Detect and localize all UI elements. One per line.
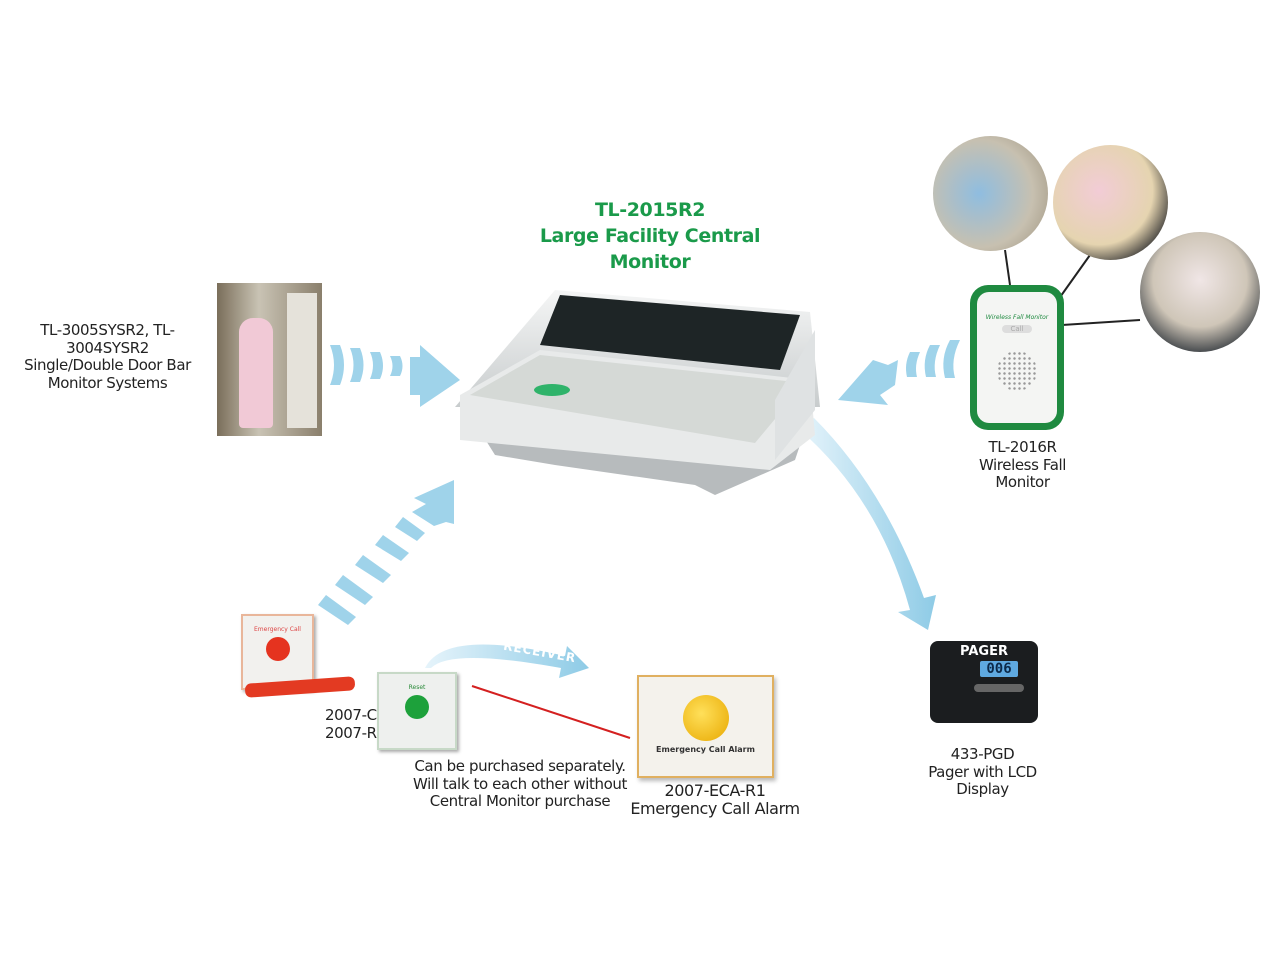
pager-device: PAGER 006 [930,641,1038,723]
door-monitor-photo [217,283,322,436]
fall-signal-arrow [838,340,960,405]
red-device-text: Emergency Call [254,626,301,633]
call-label-line2: 2007-R [325,723,377,742]
fall-label-line3: Monitor [995,473,1050,491]
fall-monitor-face: Wireless Fall Monitor Call [977,292,1057,423]
pager-buttons [974,684,1024,692]
door-signal-arrow [330,345,460,407]
door-monitor-label: TL-3005SYSR2, TL- 3004SYSR2 Single/Doubl… [10,321,205,392]
central-monitor-title: TL-2015R2 Large Facility Central Monitor [520,197,780,275]
green-reset-button-device: Reset [377,672,457,750]
red-button-icon [265,637,290,661]
emergency-alarm-device: Emergency Call Alarm [637,675,774,778]
pager-label-line2: Pager with LCD [928,762,1037,781]
alarm-label-line2: Emergency Call Alarm [630,798,800,818]
separate-purchase-note: Can be purchased separately. Will talk t… [400,757,640,811]
call-label-line1: 2007-C [325,707,377,724]
door-label-line3: Single/Double Door Bar [24,356,191,374]
pager-label-line1: 433-PGD [950,745,1015,763]
yellow-beacon-icon [682,695,729,741]
green-button-icon [405,695,429,719]
door-label-line2: 3004SYSR2 [66,338,149,357]
note-line1: Can be purchased separately. [414,757,626,775]
chair-sensor-photo [1053,145,1168,260]
green-device-text: Reset [408,684,426,691]
door-frame [287,293,317,428]
pager-label: 433-PGD Pager with LCD Display [915,745,1050,799]
receiver-arrow-pager [800,418,936,630]
fall-label-line2: Wireless Fall [978,455,1067,474]
bed-sensor-photo [933,136,1048,251]
fall-monitor-device: Wireless Fall Monitor Call [970,285,1064,430]
call-signal-arrow [318,480,454,625]
alarm-device-text: Emergency Call Alarm [656,745,755,754]
call-button: Call [1002,325,1032,333]
fall-label-line1: TL-2016R [988,438,1057,456]
pager-label-line3: Display [956,780,1009,798]
sensor-lines [1004,249,1141,326]
central-monitor-device [455,290,820,495]
central-name-line2: Monitor [609,251,691,273]
central-name-line1: Large Facility Central [539,225,761,247]
note-line3: Central Monitor purchase [429,792,611,810]
person-figure [239,318,273,428]
speaker-grille [997,351,1037,391]
pager-device-title: PAGER [960,644,1008,659]
floor-mat-photo [1140,232,1260,352]
alarm-label: 2007-ECA-R1 Emergency Call Alarm [625,782,805,817]
note-line2: Will talk to each other without [413,774,627,793]
call-buttons-label: 2007-C 2007-R [325,707,380,742]
door-label-line4: Monitor Systems [47,373,168,392]
red-call-button-device: Emergency Call [241,614,314,690]
central-model: TL-2015R2 [594,199,706,221]
fall-device-text: Wireless Fall Monitor [985,314,1049,321]
door-label-line1: TL-3005SYSR2, TL- [40,321,175,339]
fall-monitor-label: TL-2016R Wireless Fall Monitor [960,438,1085,492]
alarm-label-line1: 2007-ECA-R1 [664,781,766,800]
receiver-arrow-alarm [425,644,589,678]
red-link-line [471,685,631,739]
pager-lcd-display: 006 [980,661,1018,677]
